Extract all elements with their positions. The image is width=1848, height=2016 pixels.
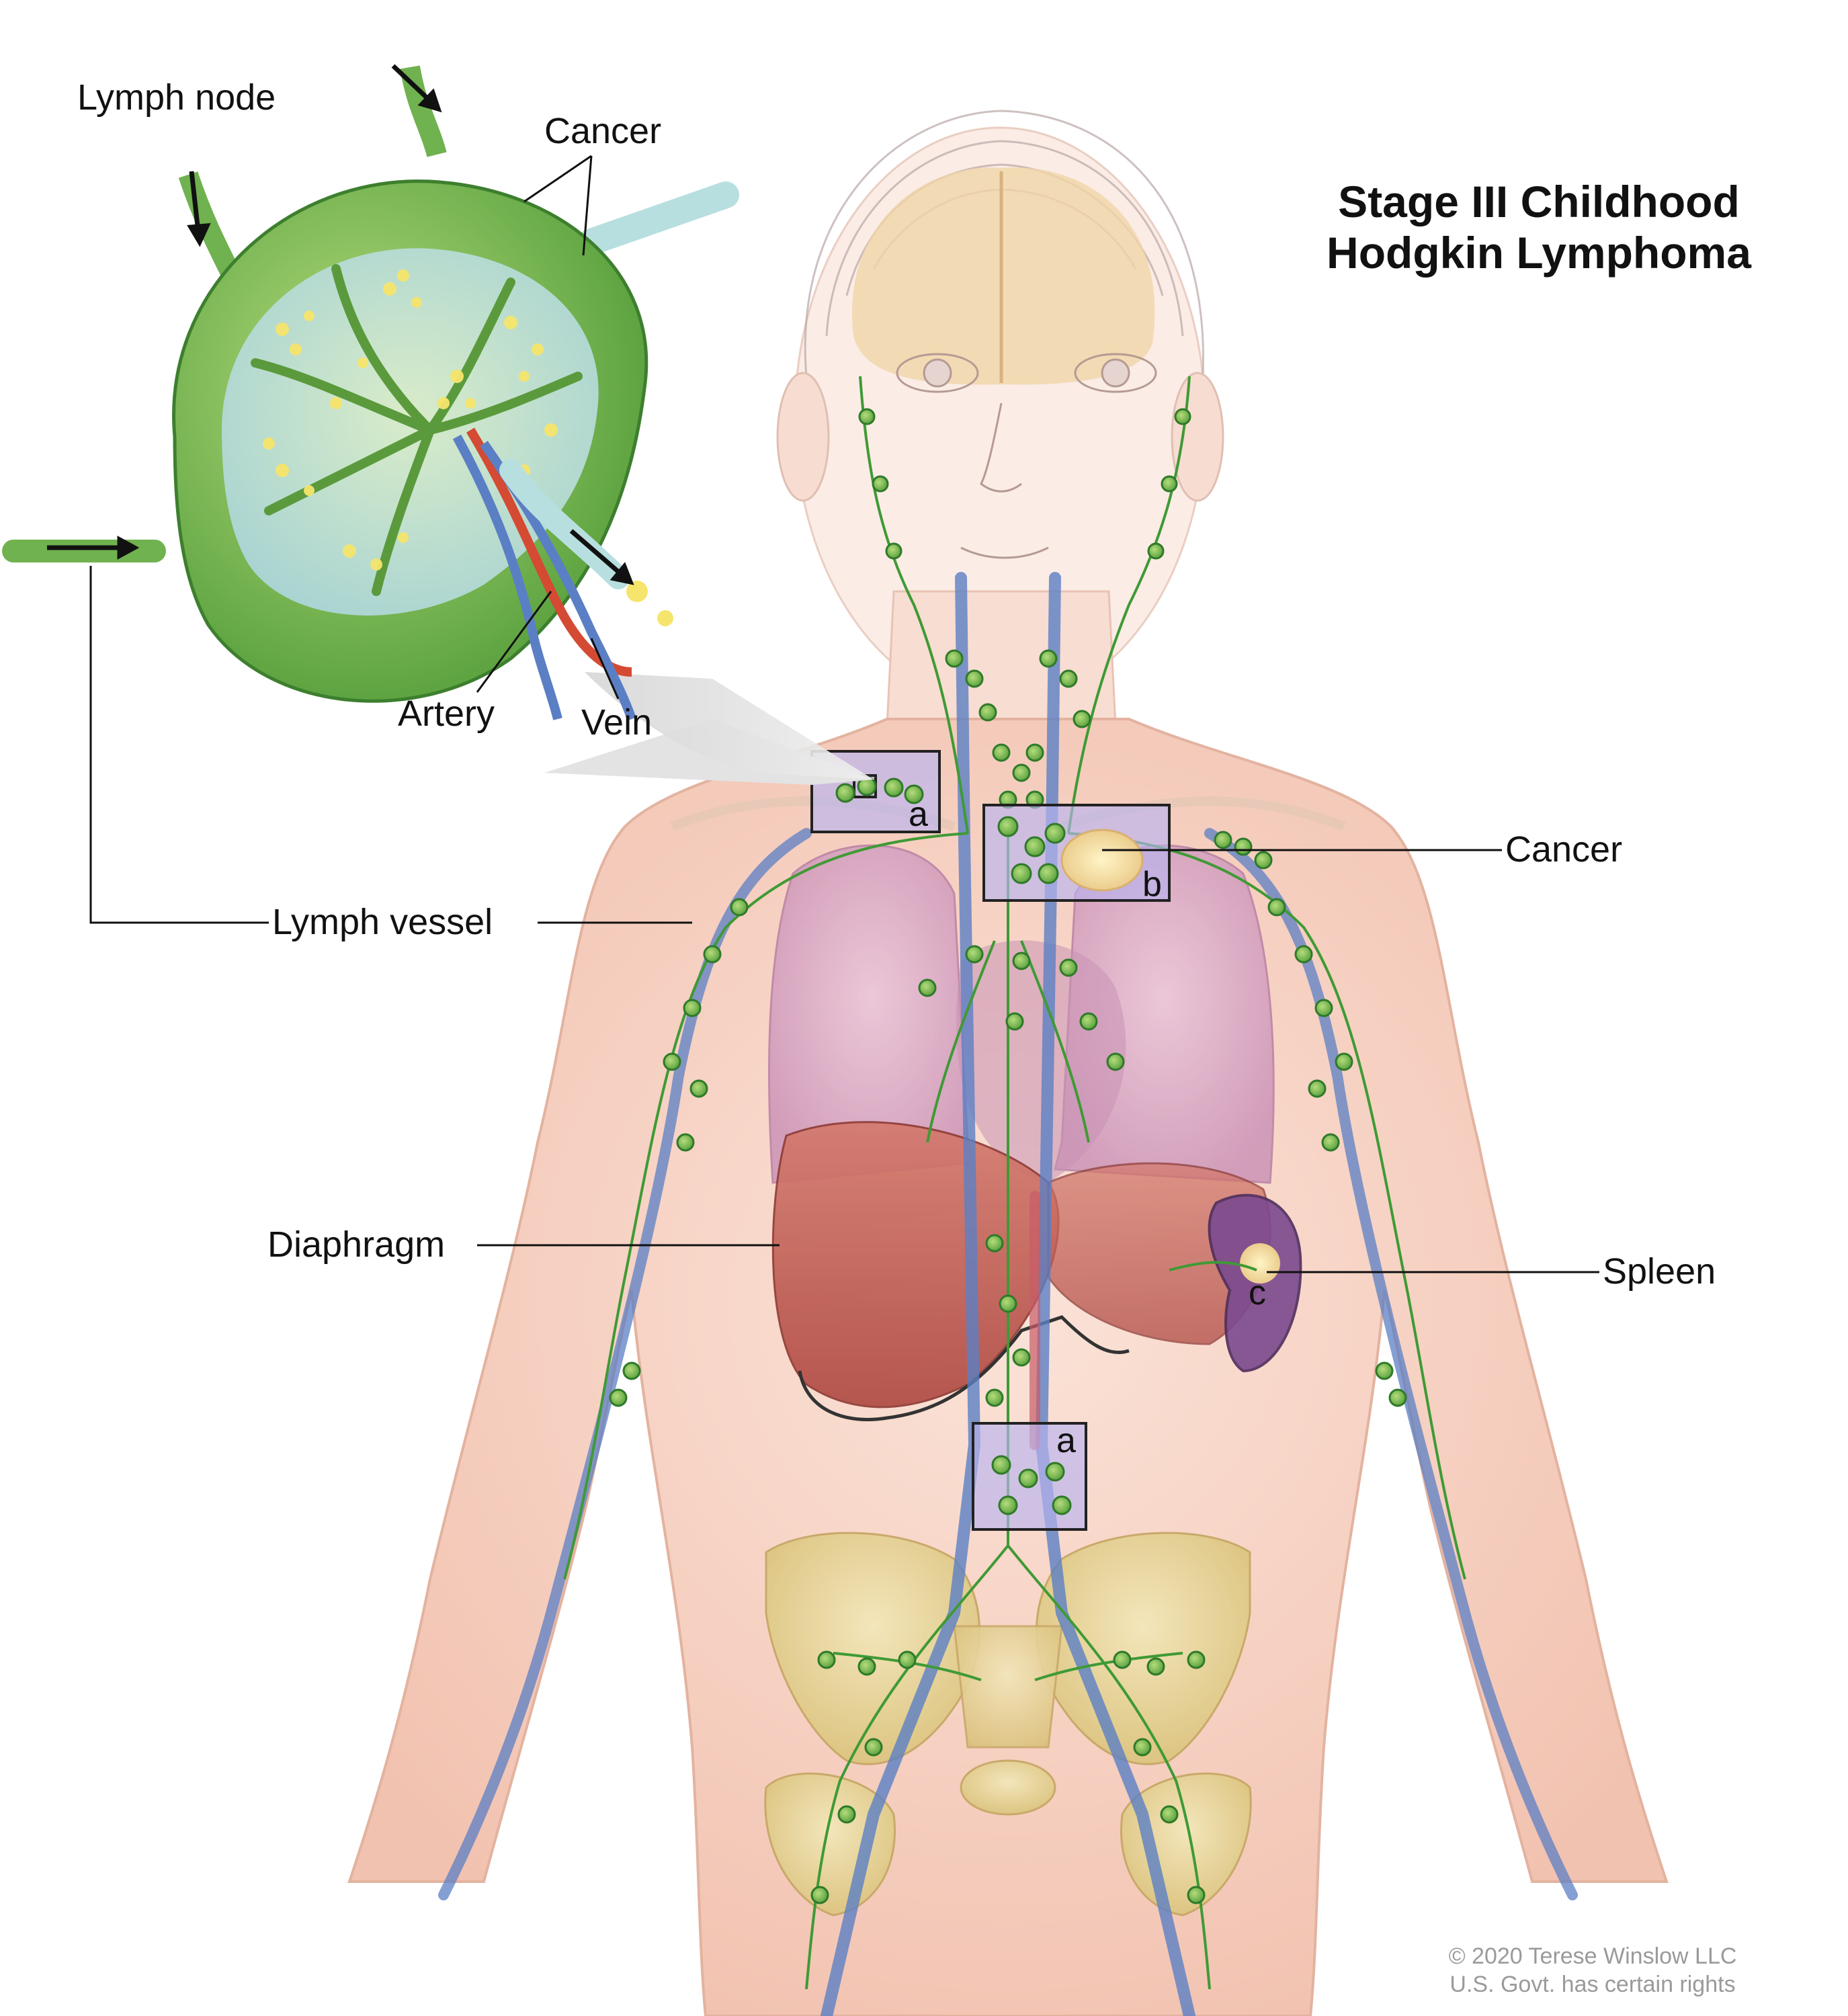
label-artery: Artery <box>398 694 495 734</box>
lymph-node-inset <box>2 64 874 785</box>
copyright-notice: © 2020 Terese Winslow LLC U.S. Govt. has… <box>1404 1942 1781 1999</box>
label-diaphragm: Diaphragm <box>267 1224 446 1265</box>
spleen-organ <box>1208 1193 1302 1373</box>
brain <box>851 167 1155 385</box>
copyright-line-1: © 2020 Terese Winslow LLC <box>1448 1943 1737 1969</box>
spleen-cancer <box>1240 1243 1280 1284</box>
diagram-title: Stage III Childhood Hodgkin Lymphoma <box>1297 176 1781 278</box>
label-spleen: Spleen <box>1603 1251 1716 1292</box>
label-lymph-node: Lymph node <box>77 77 276 118</box>
box-letter-chest: b <box>1142 865 1162 904</box>
label-cancer-chest: Cancer <box>1505 829 1623 870</box>
chest-cancer-mass <box>1060 829 1144 892</box>
title-line-2: Hodgkin Lymphoma <box>1327 228 1751 278</box>
box-letter-abdomen: a <box>1056 1421 1076 1460</box>
label-lymph-vessel: Lymph vessel <box>272 902 493 942</box>
label-cancer-inset: Cancer <box>544 111 662 151</box>
leader-lines <box>89 155 1599 1273</box>
lymph-nodes <box>609 408 1407 1904</box>
box-letter-neck: a <box>909 795 928 834</box>
face <box>896 353 1157 559</box>
title-line-1: Stage III Childhood <box>1338 177 1740 226</box>
label-vein: Vein <box>581 702 653 743</box>
lymph-vessels <box>563 376 1466 1990</box>
copyright-line-2: U.S. Govt. has certain rights <box>1450 1972 1736 1997</box>
box-letter-spleen: c <box>1249 1273 1266 1312</box>
